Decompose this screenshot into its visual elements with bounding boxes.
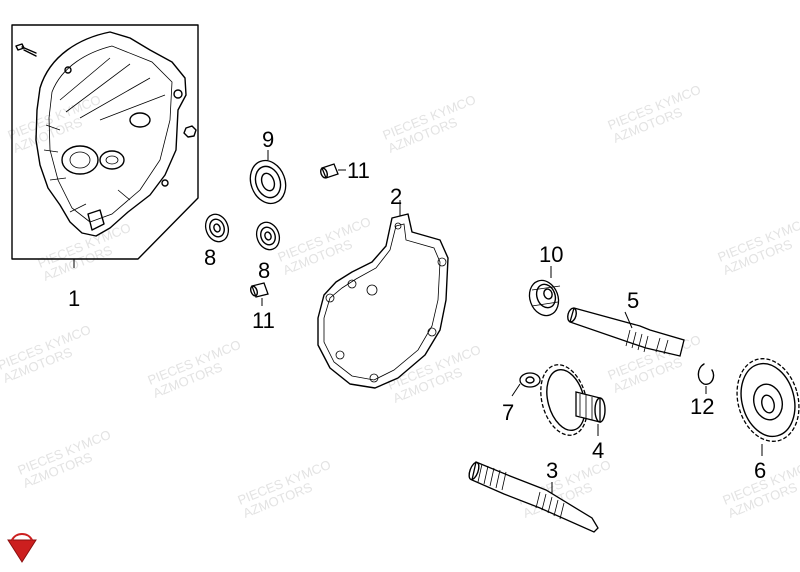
part-11-dowel-pin-top[interactable] (319, 163, 346, 179)
part-10-bearing[interactable] (525, 266, 564, 320)
part-4-counter-gear[interactable] (533, 360, 606, 441)
part-9-bearing[interactable] (245, 150, 292, 208)
part-label-9: 9 (262, 127, 274, 152)
part-label-6: 6 (754, 458, 766, 483)
part-7-washer[interactable] (511, 372, 541, 397)
part-label-8-left: 8 (204, 245, 216, 270)
part-label-4: 4 (592, 438, 604, 463)
azmotors-logo (7, 533, 37, 563)
part-8-bearing-left[interactable] (202, 211, 232, 245)
part-label-3: 3 (546, 458, 558, 483)
part-5-drive-shaft[interactable] (566, 307, 685, 357)
part-label-1: 1 (68, 286, 80, 311)
part-label-11-bottom: 11 (252, 308, 275, 333)
part-label-2: 2 (390, 184, 402, 209)
part-3-main-shaft[interactable] (467, 461, 599, 533)
part-11-dowel-pin-bottom[interactable] (249, 282, 269, 306)
part-label-10: 10 (539, 242, 563, 267)
part-label-7: 7 (502, 400, 514, 425)
part-8-bearing-right[interactable] (253, 219, 283, 253)
part-label-11-top: 11 (347, 158, 370, 183)
part-6-final-gear[interactable] (728, 352, 800, 456)
part-12-circlip[interactable] (697, 363, 715, 394)
part-label-5: 5 (627, 288, 639, 313)
part-2-gasket[interactable] (317, 200, 449, 389)
part-1-transmission-cover[interactable] (11, 24, 199, 268)
part-label-12: 12 (690, 394, 714, 419)
part-label-8-right: 8 (258, 258, 270, 283)
watermark-layer: PIECES KYMCO AZMOTORS PIECES KYMCO AZMOT… (0, 82, 800, 521)
